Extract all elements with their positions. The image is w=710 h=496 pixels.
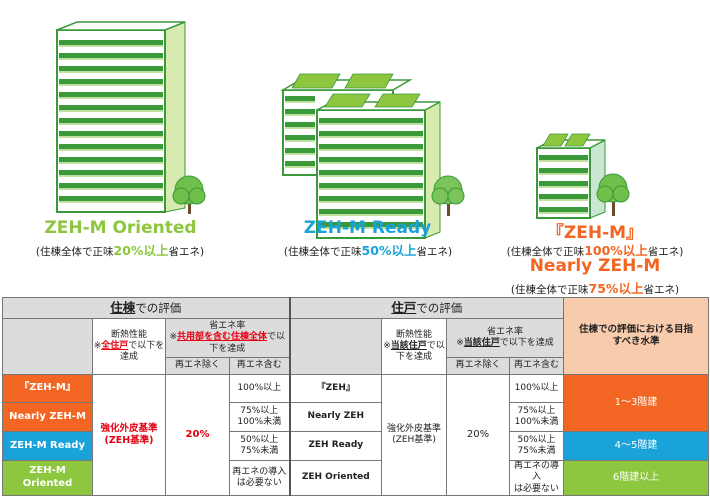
unit-incl-value-4: 再エネの導入は必要ない (509, 460, 565, 496)
building-incl-value-4: 再エネの導入は必要ない (228, 460, 291, 496)
unit-category-nearly: Nearly ZEH (288, 402, 383, 432)
building-category-ready: ZEH-M Ready (2, 431, 93, 461)
building-category-nearly: Nearly ZEH-M (2, 402, 93, 432)
building-evaluation-header: 住棟での評価 (1, 297, 291, 319)
unit-insulation-standard: 強化外皮基準(ZEH基準) (381, 374, 448, 496)
oriented-title: ZEH-M Oriented (44, 218, 197, 238)
unit-category-oriented: ZEH Oriented (288, 460, 383, 496)
unit-energy-header: 省エネ率※当該住戸で以下を達成 (446, 318, 565, 358)
building-excl-renewable-value: 20% (165, 374, 230, 496)
ready-description: (住棟全体で正味50%以上省エネ) (283, 243, 453, 258)
ready-title: ZEH-M Ready (303, 218, 432, 238)
unit-evaluation-header: 住戸での評価 (288, 297, 565, 319)
zehm-description: (住棟全体で正味100%以上省エネ) (506, 243, 684, 258)
tree-icon (172, 175, 206, 214)
unit-insulation-header: 断熱性能※当該住戸で以下を達成 (381, 318, 448, 375)
building-insulation-standard: 強化外皮基準(ZEH基準) (92, 374, 166, 496)
building-excl-renewable-header: 再エネ除く (165, 357, 230, 375)
building-category-zehm: 『ZEH-M』 (2, 374, 93, 403)
small-building-illustration (536, 133, 606, 219)
unit-category-header-blank (288, 318, 383, 375)
target-level-2: 4～5階建 (563, 431, 710, 461)
zeh-m-criteria-table: 住棟での評価 住戸での評価 住棟での評価における目指すべき水準 断熱性能※全住戸… (1, 297, 710, 496)
unit-incl-renewable-header: 再エネ含む (509, 357, 565, 375)
building-illustrations (56, 21, 630, 239)
tree-icon (596, 173, 630, 216)
building-incl-value-1: 100%以上 (228, 374, 291, 403)
building-category-oriented: ZEH-M Oriented (2, 460, 93, 496)
nearly-title: Nearly ZEH-M (529, 256, 661, 276)
tree-icon (431, 175, 465, 216)
building-incl-renewable-header: 再エネ含む (228, 357, 291, 375)
target-level-header: 住棟での評価における目指すべき水準 (563, 297, 710, 375)
unit-incl-value-1: 100%以上 (509, 374, 565, 403)
zehm-title: 『ZEH-M』 (546, 223, 644, 243)
unit-excl-renewable-value: 20% (446, 374, 511, 496)
medium-building-illustration (280, 73, 441, 239)
building-energy-header: 省エネ率※共用部を含む住棟全体で以下を達成 (164, 318, 291, 358)
building-insulation-header: 断熱性能※全住戸で以下を達成 (92, 318, 166, 375)
target-level-3: 6階建以上 (563, 460, 710, 496)
unit-excl-renewable-header: 再エネ除く (446, 357, 511, 375)
nearly-description: (住棟全体で正味75%以上省エネ) (510, 281, 680, 296)
category-header-blank (2, 318, 93, 375)
oriented-description: (住棟全体で正味20%以上省エネ) (35, 243, 205, 258)
target-level-1: 1～3階建 (563, 374, 710, 432)
unit-category-ready: ZEH Ready (288, 431, 383, 461)
tall-building-illustration (56, 21, 186, 213)
unit-category-zeh: 『ZEH』 (288, 374, 383, 403)
